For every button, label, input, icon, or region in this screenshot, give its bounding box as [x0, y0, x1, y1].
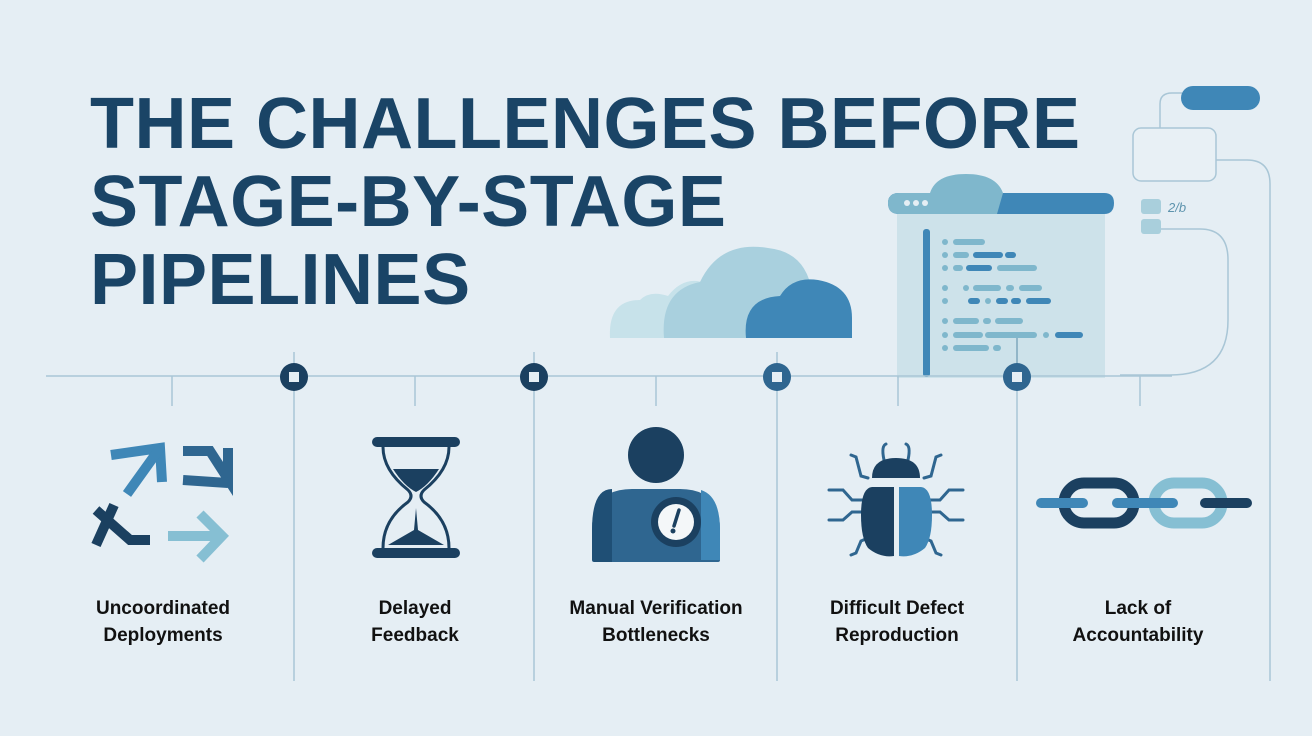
label-line: Reproduction — [835, 625, 959, 646]
challenge-label-accountability: Lack of Accountability — [1023, 595, 1253, 649]
label-line: Deployments — [103, 625, 223, 646]
flow-pill — [1181, 86, 1260, 110]
label-line: Delayed — [378, 598, 452, 619]
label-line: Accountability — [1072, 625, 1204, 646]
label-line: Uncoordinated — [95, 598, 231, 619]
timeline — [46, 352, 1172, 681]
bug-icon — [827, 442, 965, 557]
label-line: Lack of — [1104, 598, 1172, 619]
broken-chain-icon — [1036, 477, 1252, 529]
timeline-nodes — [280, 363, 1031, 391]
timeline-node — [1003, 363, 1031, 391]
title-line-1: THE CHALLENGES BEFORE — [90, 84, 1081, 164]
challenge-label-uncoordinated-deployments: Uncoordinated Deployments — [48, 595, 278, 649]
timeline-node — [763, 363, 791, 391]
code-editor-icon — [888, 174, 1114, 378]
timeline-node — [520, 363, 548, 391]
title-line-2: STAGE-BY-STAGE — [90, 162, 727, 242]
title-line-3: PIPELINES — [90, 240, 471, 320]
challenge-label-delayed-feedback: Delayed Feedback — [300, 595, 530, 649]
flow-square — [1141, 199, 1161, 214]
person-alert-icon — [592, 427, 720, 562]
timeline-node — [280, 363, 308, 391]
flow-diagram — [1120, 92, 1271, 681]
label-line: Bottlenecks — [602, 625, 710, 646]
cloud-icon — [609, 246, 852, 338]
flow-square — [1141, 219, 1161, 234]
label-line: Difficult Defect — [829, 598, 965, 619]
flow-note: 2/b — [1167, 200, 1186, 215]
challenge-label-defect-reproduction: Difficult Defect Reproduction — [782, 595, 1012, 649]
hourglass-icon — [372, 437, 460, 558]
scattered-arrows-icon — [91, 442, 233, 563]
challenge-label-manual-verification: Manual Verification Bottlenecks — [541, 595, 771, 649]
page-title: THE CHALLENGES BEFORE STAGE-BY-STAGE PIP… — [90, 85, 1081, 319]
label-line: Manual Verification — [569, 598, 743, 619]
label-line: Feedback — [371, 625, 459, 646]
